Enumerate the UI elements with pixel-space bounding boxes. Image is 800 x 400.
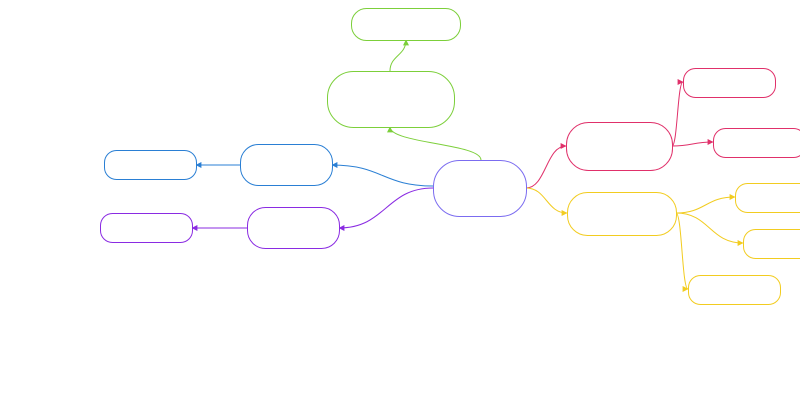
connector-line [675,212,689,292]
connector-yellow-main-to-yellow-child-3 [675,212,689,292]
node-box[interactable] [240,144,333,186]
node-box[interactable] [566,122,673,171]
node-yellow-child-3[interactable] [688,275,781,305]
node-box[interactable] [713,128,800,158]
connector-root-to-green-main [387,126,482,161]
node-pink-child-2[interactable] [713,128,800,158]
connector-layer [191,39,744,292]
connector-line [338,187,434,231]
node-blue-main[interactable] [240,144,333,186]
node-box[interactable] [688,275,781,305]
connector-yellow-main-to-yellow-child-2 [675,212,744,246]
connector-line [675,194,736,214]
connector-pink-main-to-pink-child-1 [671,79,684,147]
connector-root-to-pink-main [525,143,567,189]
connector-pink-main-to-pink-child-2 [671,139,714,147]
connector-root-to-purple-main [338,187,434,231]
node-yellow-main[interactable] [567,192,677,236]
connector-line [675,212,744,246]
node-green-child[interactable] [351,8,461,41]
connector-line [389,39,409,72]
connector-root-to-yellow-main [525,187,568,216]
node-green-main[interactable] [327,71,455,128]
node-box[interactable] [683,68,776,98]
node-box[interactable] [104,150,197,180]
connector-line [525,187,568,216]
node-yellow-child-2[interactable] [743,229,800,259]
connector-line [331,162,434,187]
connector-line [671,139,714,147]
node-layer [100,8,800,305]
node-box[interactable] [247,207,340,249]
node-pink-main[interactable] [566,122,673,171]
connector-line [525,143,567,189]
node-box[interactable] [567,192,677,236]
node-box[interactable] [433,160,527,217]
node-box[interactable] [327,71,455,128]
connector-line [671,79,684,147]
node-purple-main[interactable] [247,207,340,249]
node-box[interactable] [351,8,461,41]
node-box[interactable] [100,213,193,243]
node-box[interactable] [735,183,800,213]
connector-line [387,126,482,161]
node-blue-child[interactable] [104,150,197,180]
node-pink-child-1[interactable] [683,68,776,98]
node-purple-child[interactable] [100,213,193,243]
connector-yellow-main-to-yellow-child-1 [675,194,736,214]
node-root[interactable] [433,160,527,217]
node-box[interactable] [743,229,800,259]
node-yellow-child-1[interactable] [735,183,800,213]
connector-green-main-to-green-child [389,39,409,72]
connector-root-to-blue-main [331,162,434,187]
